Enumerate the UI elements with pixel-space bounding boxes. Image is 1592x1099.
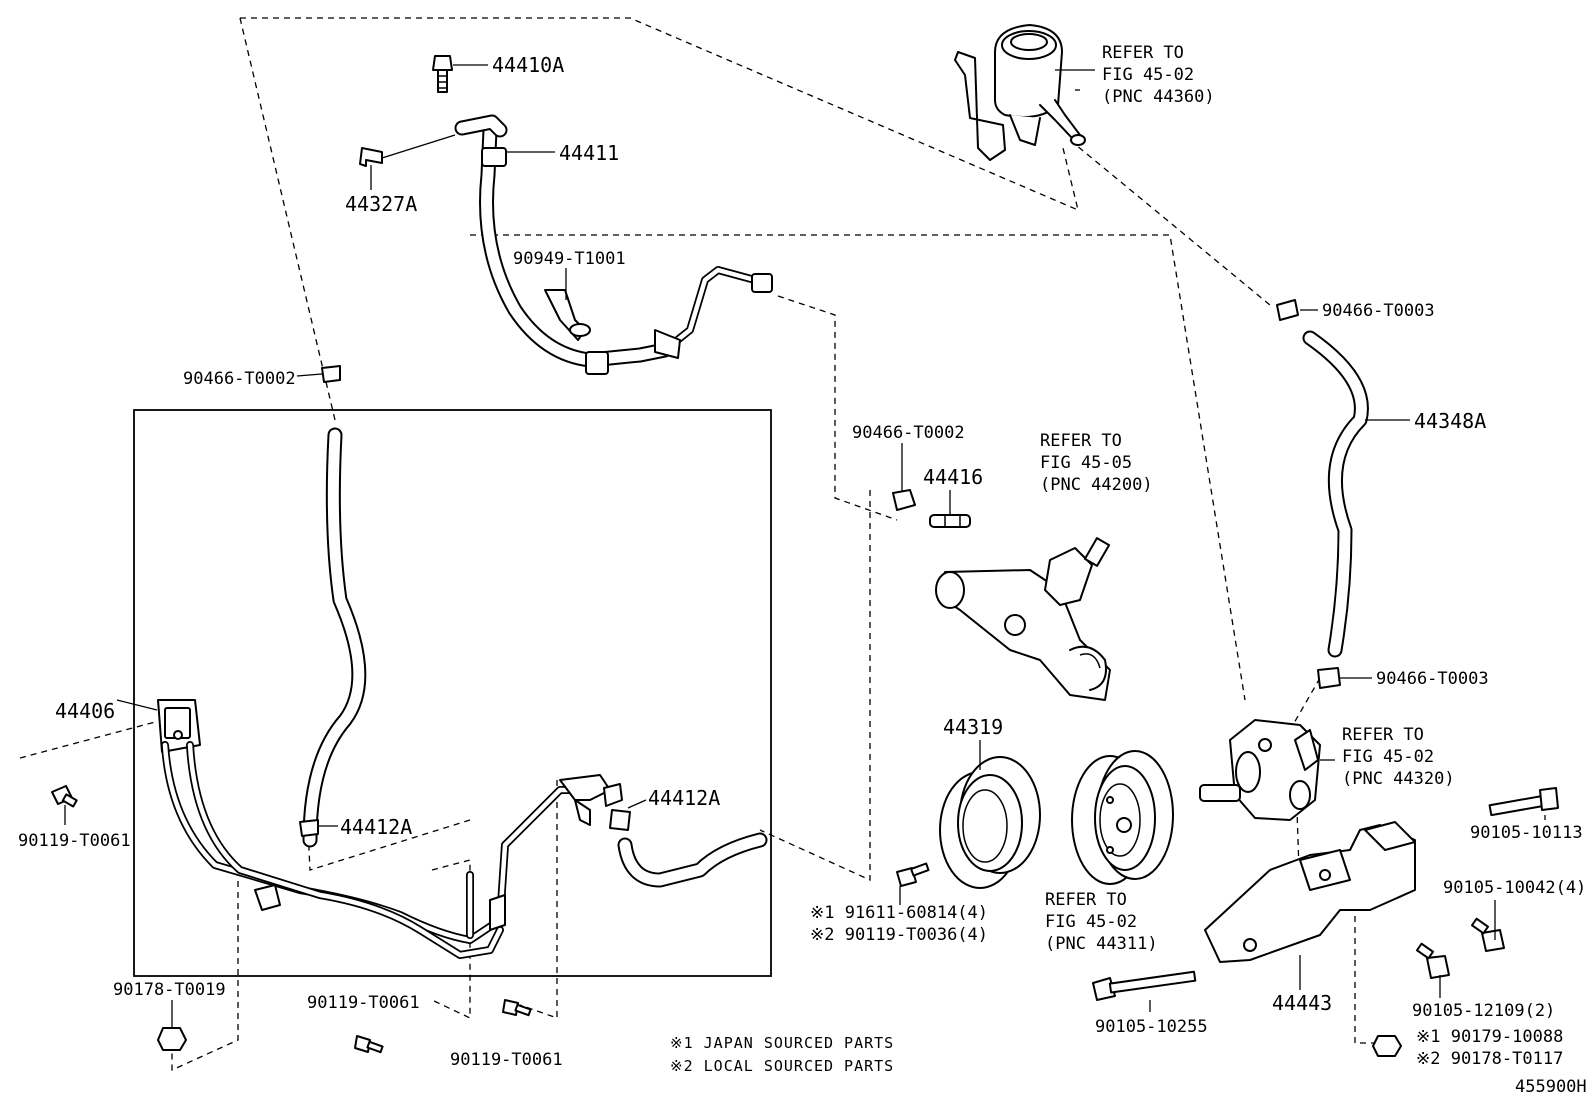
refer-pump: REFER TO FIG 45-02 (PNC 44320) bbox=[1342, 725, 1455, 789]
note-japan-sourced: ※1 JAPAN SOURCED PARTS bbox=[670, 1034, 894, 1052]
return-hose-44348a-icon bbox=[1276, 299, 1369, 689]
svg-text:FIG 45-05: FIG 45-05 bbox=[1040, 453, 1132, 473]
union-44416-icon bbox=[929, 514, 971, 528]
bracket-44443-icon bbox=[1204, 821, 1416, 963]
label-44348a: 44348A bbox=[1414, 409, 1486, 433]
bolt-90119-t0061-bottom2-icon bbox=[502, 999, 532, 1017]
label-90105-10255: 90105-10255 bbox=[1095, 1017, 1208, 1037]
short-hose-icon bbox=[617, 832, 768, 888]
inset-frame bbox=[133, 409, 772, 977]
label-44406: 44406 bbox=[55, 699, 115, 723]
bolt-44410a-icon bbox=[432, 55, 453, 93]
bolt-91611-60814-icon bbox=[896, 862, 930, 887]
svg-text:REFER TO: REFER TO bbox=[1342, 725, 1424, 745]
label-44416: 44416 bbox=[923, 465, 983, 489]
label-44443: 44443 bbox=[1272, 991, 1332, 1015]
label-90119-t0061-left: 90119-T0061 bbox=[18, 831, 131, 851]
pressure-hose-44411-icon bbox=[454, 114, 773, 375]
label-91611-60814: ※1 91611-60814(4) bbox=[810, 903, 988, 923]
svg-text:FIG 45-02: FIG 45-02 bbox=[1045, 912, 1137, 932]
label-90119-t0061-bottom1: 90119-T0061 bbox=[307, 993, 420, 1013]
label-90178-t0019: 90178-T0019 bbox=[113, 980, 226, 1000]
label-90179-10088: ※1 90179-10088 bbox=[1416, 1027, 1563, 1047]
svg-text:REFER TO: REFER TO bbox=[1045, 890, 1127, 910]
label-44327a: 44327A bbox=[345, 192, 417, 216]
clamp-90466-t0002-left-icon bbox=[321, 365, 341, 383]
svg-text:FIG 45-02: FIG 45-02 bbox=[1342, 747, 1434, 767]
label-44412a-left: 44412A bbox=[340, 815, 412, 839]
clamp-90466-t0002-mid-icon bbox=[892, 489, 916, 511]
label-44412a-right: 44412A bbox=[648, 786, 720, 810]
label-90119-t0061-bottom2: 90119-T0061 bbox=[450, 1050, 563, 1070]
bolt-90119-t0061-bottom1-icon bbox=[354, 1035, 384, 1054]
svg-text:REFER TO: REFER TO bbox=[1102, 43, 1184, 63]
figure-id: 455900H bbox=[1515, 1077, 1587, 1097]
pulley-44319-icon bbox=[939, 756, 1041, 889]
svg-text:REFER TO: REFER TO bbox=[1040, 431, 1122, 451]
part-labels: 44410A 44411 44327A 90949-T1001 90466-T0… bbox=[18, 53, 1586, 1070]
return-hose-inset-icon bbox=[302, 427, 367, 848]
label-90466-t0002-mid: 90466-T0002 bbox=[852, 423, 965, 443]
return-pipe-44406-icon bbox=[157, 699, 623, 959]
svg-text:(PNC 44311): (PNC 44311) bbox=[1045, 934, 1158, 954]
bolt-90105-10255-icon bbox=[1092, 970, 1197, 1001]
svg-text:(PNC 44200): (PNC 44200) bbox=[1040, 475, 1153, 495]
label-90466-t0003-top: 90466-T0003 bbox=[1322, 301, 1435, 321]
label-90949-t1001: 90949-T1001 bbox=[513, 249, 626, 269]
label-44319: 44319 bbox=[943, 715, 1003, 739]
label-90105-10113: 90105-10113 bbox=[1470, 823, 1583, 843]
steering-gear-icon bbox=[935, 537, 1111, 701]
assembly-dash-lines bbox=[19, 17, 1375, 1072]
pump-pulley-icon bbox=[1071, 750, 1174, 885]
label-90119-t0036: ※2 90119-T0036(4) bbox=[810, 925, 988, 945]
label-44411: 44411 bbox=[559, 141, 619, 165]
clip-44327a-icon bbox=[359, 147, 383, 167]
bolt-90105-10042-icon bbox=[1470, 917, 1505, 952]
refer-reservoir: REFER TO FIG 45-02 (PNC 44360) bbox=[1102, 43, 1215, 107]
source-notes: ※1 JAPAN SOURCED PARTS ※2 LOCAL SOURCED … bbox=[670, 1034, 894, 1075]
leader-lines bbox=[64, 64, 1546, 1028]
power-steering-pump-icon bbox=[1199, 719, 1321, 821]
svg-text:(PNC 44320): (PNC 44320) bbox=[1342, 769, 1455, 789]
label-90178-t0117: ※2 90178-T0117 bbox=[1416, 1049, 1563, 1069]
svg-text:(PNC 44360): (PNC 44360) bbox=[1102, 87, 1215, 107]
note-local-sourced: ※2 LOCAL SOURCED PARTS bbox=[670, 1057, 894, 1075]
label-90466-t0003-bottom: 90466-T0003 bbox=[1376, 669, 1489, 689]
bolt-90105-12109-icon bbox=[1415, 942, 1450, 979]
clamp-44412a-left-icon bbox=[299, 819, 319, 837]
label-90105-12109: 90105-12109(2) bbox=[1412, 1001, 1555, 1021]
nut-90178-t0019-icon bbox=[157, 1027, 187, 1051]
refer-pulley: REFER TO FIG 45-02 (PNC 44311) bbox=[1045, 890, 1158, 954]
label-90466-t0002-left: 90466-T0002 bbox=[183, 369, 296, 389]
bolt-90105-10113-icon bbox=[1488, 787, 1559, 817]
refer-steering-gear: REFER TO FIG 45-05 (PNC 44200) bbox=[1040, 431, 1153, 495]
bolt-90119-t0061-left-icon bbox=[51, 785, 78, 808]
svg-text:FIG 45-02: FIG 45-02 bbox=[1102, 65, 1194, 85]
label-44410a: 44410A bbox=[492, 53, 564, 77]
nut-90179-10088-icon bbox=[1372, 1035, 1402, 1057]
label-90105-10042: 90105-10042(4) bbox=[1443, 878, 1586, 898]
clamp-44412a-right-icon bbox=[609, 809, 631, 831]
reservoir-icon bbox=[954, 24, 1086, 161]
